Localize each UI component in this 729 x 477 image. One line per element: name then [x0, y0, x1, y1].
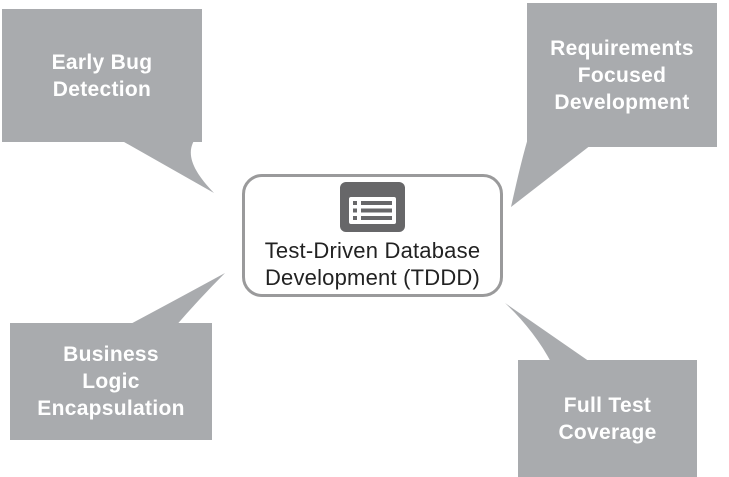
center-node-line: Development (TDDD)	[264, 265, 481, 290]
full-test-coverage-tail	[505, 303, 593, 364]
callout-requirements-focused-development: Requirements Focused Development	[527, 3, 717, 147]
early-bug-detection-tail	[110, 134, 214, 193]
callout-early-bug-detection: Early Bug Detection	[2, 9, 202, 142]
callout-line: Encapsulation	[37, 397, 185, 420]
callout-label: Full Test Coverage	[558, 392, 656, 446]
callout-business-logic-encapsulation: Business Logic Encapsulation	[10, 323, 212, 440]
callout-label: Requirements Focused Development	[550, 35, 694, 116]
callout-line: Focused	[577, 63, 667, 87]
callout-line: Early Bug	[51, 50, 153, 74]
callout-line: Logic	[82, 370, 140, 393]
callout-line: Requirements	[550, 36, 694, 60]
callout-line: Detection	[52, 77, 152, 101]
callout-line: Full Test	[563, 393, 652, 417]
callout-label: Business Logic Encapsulation	[37, 341, 184, 422]
callout-label: Early Bug Detection	[52, 49, 153, 103]
center-node-line: Test-Driven Database	[264, 238, 481, 263]
list-card-icon	[340, 182, 405, 232]
requirements-focused-development-tail	[511, 138, 600, 207]
callout-line: Business	[63, 343, 159, 366]
center-node-tddd: Test-Driven Database Development (TDDD)	[242, 174, 503, 297]
business-logic-encapsulation-tail	[123, 273, 225, 328]
center-node-label: Test-Driven Database Development (TDDD)	[265, 237, 481, 291]
callout-line: Development	[554, 90, 690, 114]
callout-full-test-coverage: Full Test Coverage	[518, 360, 697, 477]
callout-line: Coverage	[558, 420, 657, 444]
